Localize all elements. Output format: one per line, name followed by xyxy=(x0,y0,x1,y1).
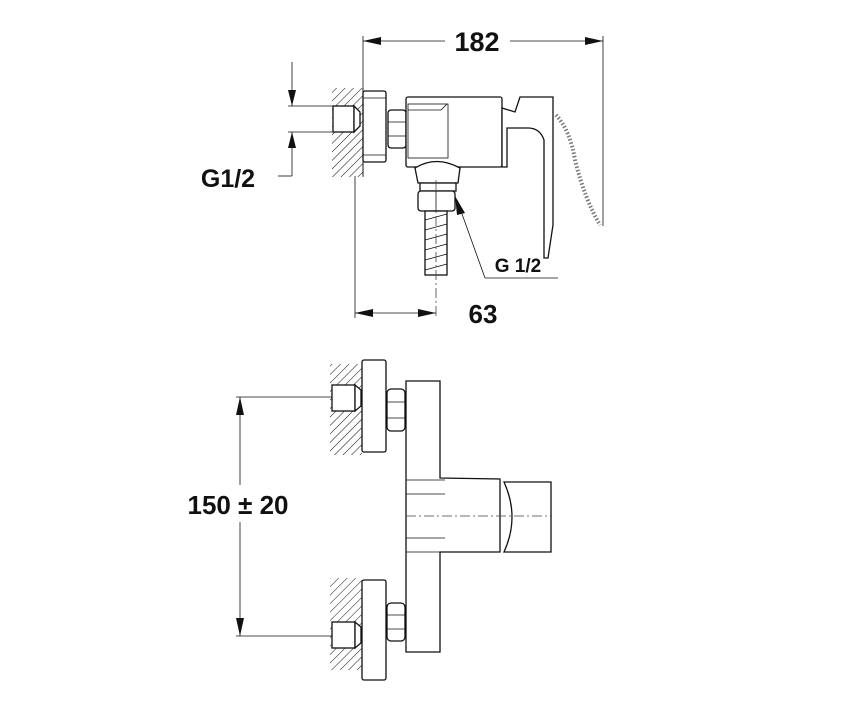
outlet-thread-label: G 1/2 xyxy=(495,256,541,277)
dimension-inlet-spacing: 150 ± 20 xyxy=(187,396,333,637)
front-view: 150 ± 20 xyxy=(187,359,552,681)
upper-hex-nut xyxy=(386,388,406,432)
lever-handle-front xyxy=(502,481,552,553)
lever-swing-path xyxy=(554,113,602,227)
hex-nut xyxy=(387,109,407,149)
inlet-spacing-label: 150 ± 20 xyxy=(187,490,288,520)
outlet-nut xyxy=(417,190,456,212)
dimension-63: 63 xyxy=(354,176,498,329)
inlet-thread-dimension: G1/2 xyxy=(201,62,333,193)
lever-handle xyxy=(501,96,554,259)
dimension-182: 182 xyxy=(362,27,604,226)
lower-flange xyxy=(361,579,387,681)
outlet-elbow xyxy=(414,160,461,184)
upper-pipe-stub xyxy=(331,384,356,412)
wall-flange xyxy=(362,90,387,163)
mixer-body xyxy=(405,96,503,168)
outlet-thread-callout: G 1/2 xyxy=(455,196,558,279)
lower-pipe-stub xyxy=(331,621,356,649)
upper-flange xyxy=(361,359,387,453)
inlet-thread-label: G1/2 xyxy=(201,165,255,193)
mixer-body-front xyxy=(405,380,501,653)
lower-hex-nut xyxy=(386,602,406,642)
inlet-pipe-stub xyxy=(332,105,355,133)
outlet-offset-label: 63 xyxy=(469,299,498,329)
side-view: 182 G1/2 xyxy=(201,27,604,329)
depth-dimension-label: 182 xyxy=(454,27,499,57)
